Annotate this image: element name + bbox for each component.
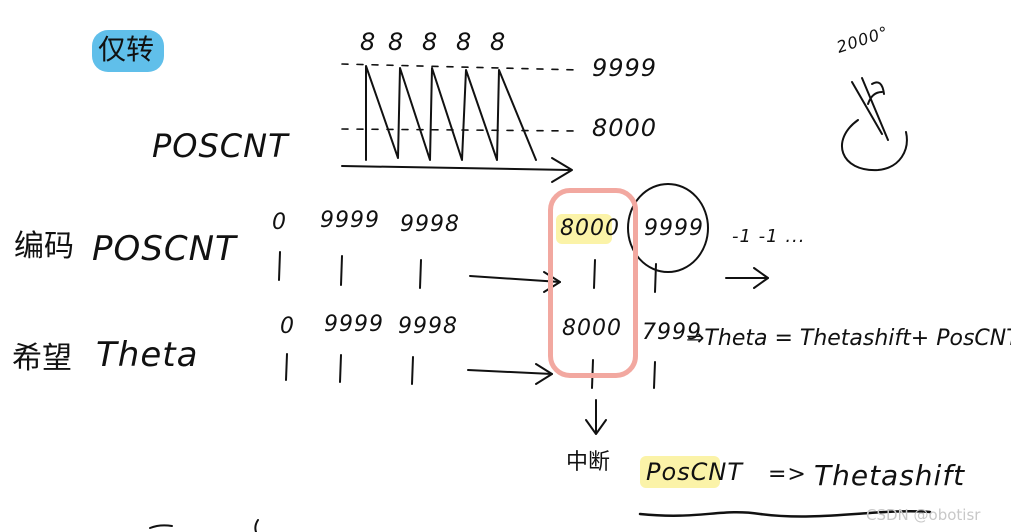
- row1-value-4: 9999: [644, 216, 704, 241]
- row1-value-0: 0: [272, 210, 287, 235]
- row1-8000-highlight: [556, 214, 612, 244]
- top-digit-1: 8: [360, 28, 377, 56]
- row2-value-1: 9999: [324, 312, 384, 337]
- level-low-label: 8000: [592, 114, 658, 142]
- row2-cn-label: 希望: [12, 341, 72, 376]
- title-highlight: [92, 30, 164, 72]
- row1-continuation: -1 -1 ...: [732, 226, 806, 247]
- top-digit-4: 8: [456, 28, 473, 56]
- bottom-arrow: =>: [768, 462, 807, 487]
- row1-value-1: 9999: [320, 208, 380, 233]
- title-cn: 仅转: [98, 33, 155, 66]
- highlight-box: [548, 188, 638, 378]
- row2-value-0: 0: [280, 314, 295, 339]
- row1-value-2: 9998: [400, 212, 460, 237]
- row1-label: POSCNT: [92, 229, 237, 269]
- bottom-poscnt: PosCNT: [646, 458, 744, 486]
- row2-value-4: 7999: [642, 320, 702, 345]
- top-digit-3: 8: [422, 28, 439, 56]
- row2-formula: ⇒Theta = Thetashift+ PosCNT: [686, 326, 1011, 351]
- bottom-poscnt-highlight: [640, 456, 720, 488]
- bottom-thetashift: Thetashift: [814, 459, 966, 492]
- row1-value-3: 8000: [560, 216, 620, 241]
- top-digit-5: 8: [490, 28, 507, 56]
- watermark: CSDN @obotisr: [866, 506, 981, 524]
- row2-value-3: 8000: [562, 316, 622, 341]
- left-poscnt-label: POSCNT: [152, 127, 289, 165]
- row2-label: Theta: [96, 335, 199, 375]
- level-high-label: 9999: [592, 54, 658, 82]
- row1-cn-label: 编码: [14, 229, 74, 264]
- interrupt-cn: 中断: [566, 450, 611, 475]
- row2-value-2: 9998: [398, 314, 458, 339]
- top-digit-2: 8: [388, 28, 405, 56]
